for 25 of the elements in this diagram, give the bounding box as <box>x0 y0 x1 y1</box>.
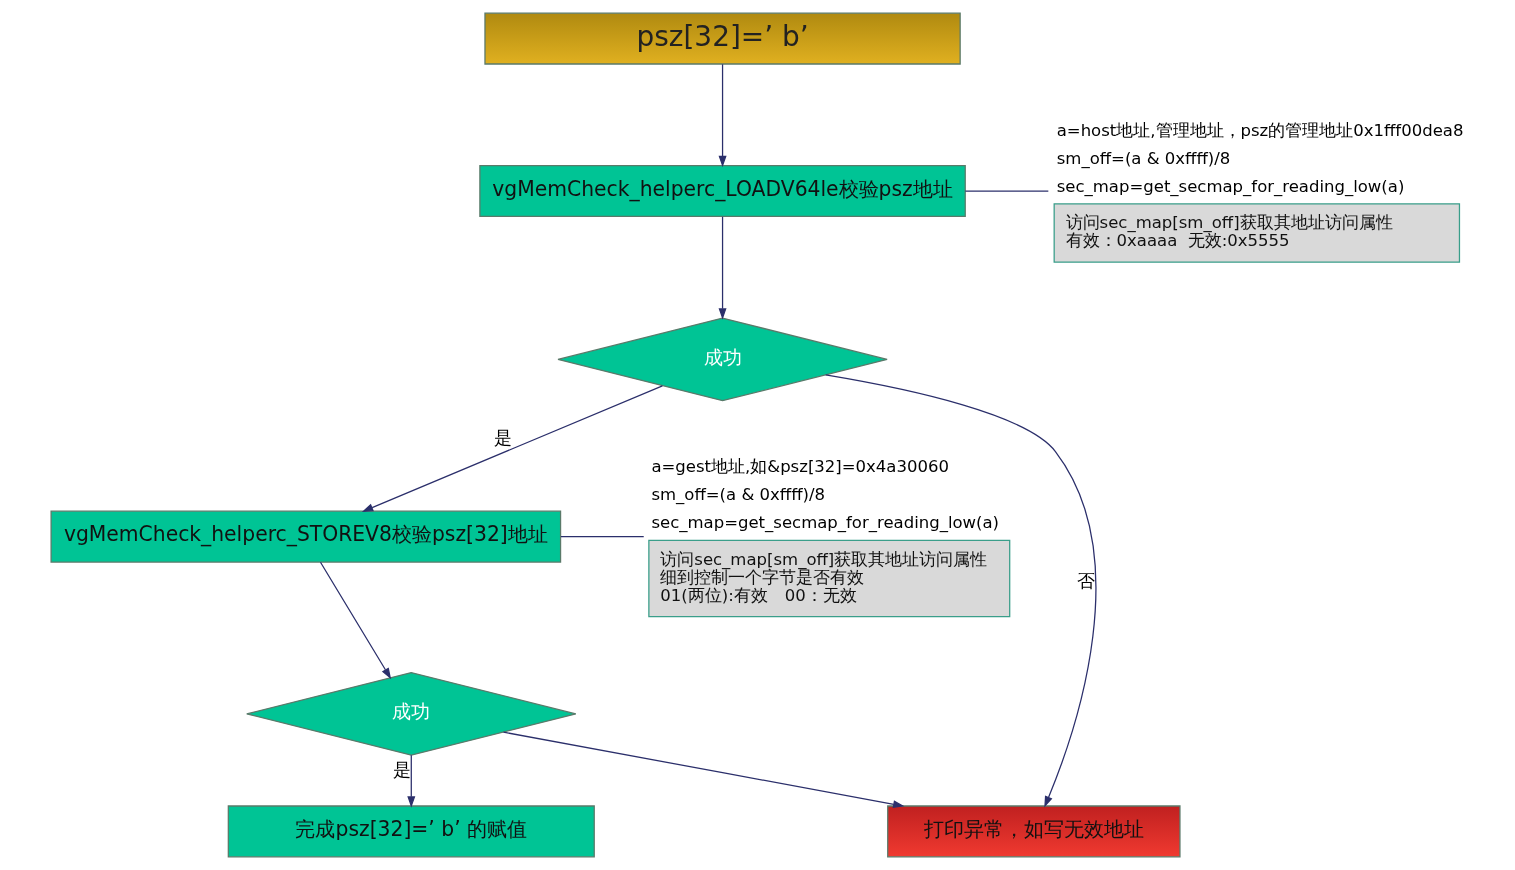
arrow <box>361 385 664 512</box>
node-label: a=host地址,管理地址，psz的管理地址0x1fff00dea8 <box>1056 120 1464 140</box>
node-label: sec_map=get_secmap_for_reading_low(a) <box>1056 176 1405 196</box>
node-label: sec_map=get_secmap_for_reading_low(a) <box>651 513 1000 533</box>
edge-label: 是 <box>392 759 411 781</box>
node-label: sm_off=(a & 0xffff)/8 <box>651 485 826 505</box>
edge-label: 否 <box>1077 570 1096 592</box>
node-box: psz[32]=’ b’ <box>484 12 961 65</box>
arrow <box>407 754 416 808</box>
node-box: vgMemCheck_helperc_LOADV64le校验psz地址 <box>479 165 966 218</box>
arrow <box>718 216 727 320</box>
node-diamond: 成功 <box>246 671 577 756</box>
arrow <box>825 374 1097 808</box>
connector <box>964 190 1049 192</box>
node-box: 打印异常，如写无效地址 <box>887 805 1181 858</box>
node-label: sm_off=(a & 0xffff)/8 <box>1056 148 1231 168</box>
node-diamond: 成功 <box>557 317 888 402</box>
arrow <box>718 63 727 168</box>
node-box: 完成psz[32]=’ b’ 的赋值 <box>227 805 595 858</box>
connector <box>560 536 645 538</box>
node-label: a=gest地址,如&psz[32]=0x4a30060 <box>651 457 949 477</box>
edge-label: 是 <box>494 426 513 448</box>
arrow <box>502 731 905 809</box>
arrow <box>319 561 392 680</box>
node-box: vgMemCheck_helperc_STOREV8校验psz[32]地址 <box>50 510 562 563</box>
